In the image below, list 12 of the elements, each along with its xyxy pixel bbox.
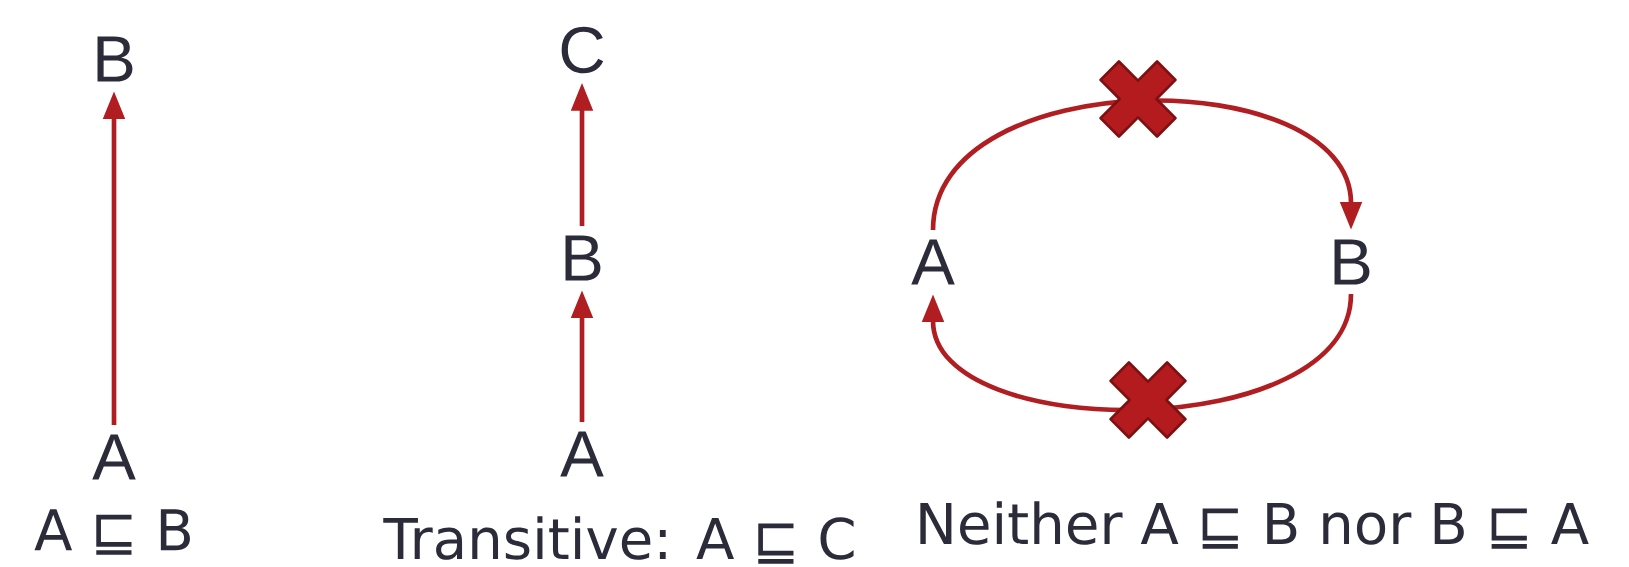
- caption: Neither A ⊑ B nor B ⊑ A: [920, 501, 1589, 549]
- node-letter: A: [911, 239, 955, 285]
- node-letter: B: [1334, 239, 1370, 285]
- node-letter: A: [92, 434, 136, 480]
- node-letter: B: [97, 36, 133, 82]
- caption: A ⊑ B: [34, 509, 190, 555]
- node-letter: B: [565, 235, 601, 281]
- crossed-out-arrow: [921, 293, 1354, 439]
- node-letter: C: [561, 26, 604, 74]
- caption: Transitive: A ⊑ C: [383, 516, 854, 564]
- crossed-out-arrow: [930, 60, 1363, 231]
- node-letter: A: [560, 431, 604, 477]
